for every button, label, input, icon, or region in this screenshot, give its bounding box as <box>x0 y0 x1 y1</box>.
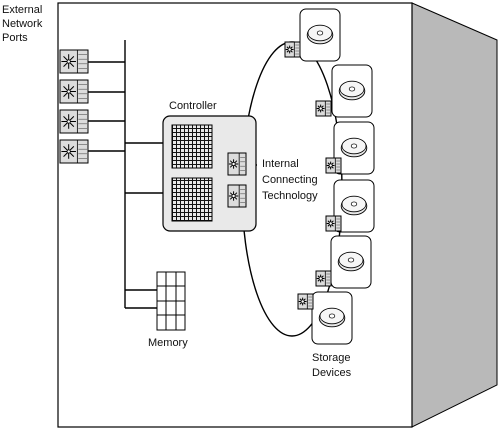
label-external-ports-3: Ports <box>2 32 28 44</box>
memory-label: Memory <box>148 337 188 349</box>
network-port-icon <box>59 139 89 164</box>
storage-cabinet <box>57 2 498 428</box>
disk-drive-icon <box>299 8 341 62</box>
label-external-ports-1: External <box>2 4 43 16</box>
controller <box>162 115 257 232</box>
label-storage-1: Storage <box>312 352 351 364</box>
network-port-icon <box>325 157 342 174</box>
network-port-icon <box>227 184 247 208</box>
disk-drive-icon <box>333 179 375 233</box>
switch-fabric-icon <box>171 177 213 222</box>
network-port-icon <box>59 49 89 74</box>
disk-drive-icon <box>311 291 353 345</box>
controller-label: Controller <box>169 100 217 112</box>
label-internal-tech-1: Internal <box>262 158 299 170</box>
network-port-icon <box>227 152 247 176</box>
disk-drive-icon <box>331 64 373 118</box>
network-port-icon <box>297 293 314 310</box>
switch-fabric-icon <box>171 124 213 169</box>
network-port-icon <box>315 100 332 117</box>
label-external-ports-2: Network <box>2 18 43 30</box>
disk-drive-icon <box>330 235 372 289</box>
network-port-icon <box>59 109 89 134</box>
network-port-icon <box>315 270 332 287</box>
network-port-icon <box>59 79 89 104</box>
cabinet-side-panel <box>411 2 498 428</box>
internal-bus <box>88 40 163 309</box>
disk-drive-icon <box>333 121 375 175</box>
network-port-icon <box>284 41 301 58</box>
label-internal-tech-2: Connecting <box>262 174 318 186</box>
label-storage-2: Devices <box>312 367 352 379</box>
label-internal-tech-3: Technology <box>262 190 318 202</box>
memory <box>156 271 186 331</box>
network-port-icon <box>325 215 342 232</box>
